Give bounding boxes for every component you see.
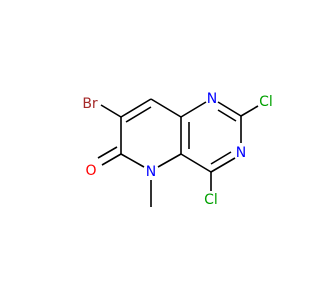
bonds xyxy=(97,98,259,207)
bond-n3-c4 xyxy=(210,157,236,173)
molecule-structure: Br N Cl N O N Cl xyxy=(82,91,273,208)
bond-c7-c8-inner xyxy=(125,106,152,123)
atom-bromine: Br xyxy=(82,96,98,112)
bond-c7-br xyxy=(100,104,122,118)
bond-c8a-n1 xyxy=(180,101,207,118)
atom-chlorine-2: Cl xyxy=(259,94,273,110)
bond-n1-c2 xyxy=(217,101,242,117)
atom-n-methyl: N xyxy=(146,164,156,180)
bond-c6-o-inner xyxy=(97,146,118,159)
bond-c7-c8 xyxy=(120,98,152,118)
atom-oxygen: O xyxy=(85,163,96,179)
bond-c8-c8a xyxy=(150,98,182,118)
bond-c2-cl xyxy=(240,105,259,117)
bond-c4-c4a xyxy=(180,153,212,173)
bond-c6-o xyxy=(101,153,122,166)
atom-labels: Br N Cl N O N Cl xyxy=(82,91,273,208)
bond-n5-c6 xyxy=(120,153,145,168)
bond-n1-c2-inner xyxy=(217,109,237,122)
bond-c4a-n5 xyxy=(157,153,182,168)
bond-n3-c4-inner xyxy=(210,151,232,165)
atom-n-ring-top: N xyxy=(207,91,217,107)
atom-chlorine-4: Cl xyxy=(204,192,218,208)
atom-n-ring-right: N xyxy=(236,145,246,161)
